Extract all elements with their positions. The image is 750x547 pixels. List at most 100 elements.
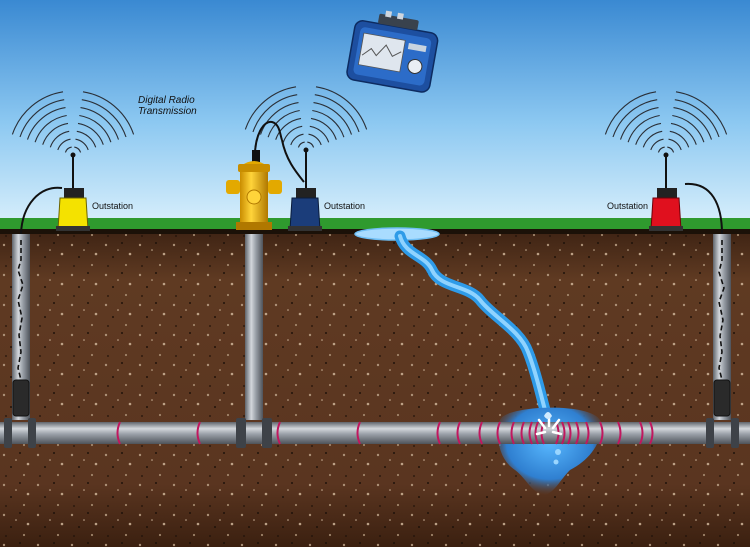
left-outstation-handle xyxy=(64,188,84,198)
left-outstation-base xyxy=(56,226,90,231)
radio-wave-arc xyxy=(77,122,104,145)
leak-noise-ring xyxy=(649,421,654,445)
hydrant-cable-up xyxy=(253,120,283,161)
outstation-left-label: Outstation xyxy=(92,201,133,211)
radio-wave-arc xyxy=(669,130,690,148)
outstation-center-label: Outstation xyxy=(324,201,365,211)
radio-wave-arc xyxy=(313,102,353,135)
transmission-label-line1: Digital Radio xyxy=(138,95,195,106)
leak-noise-ring xyxy=(116,421,121,445)
transmission-label-line2: Transmission xyxy=(138,106,197,117)
outstation-right-label: Outstation xyxy=(607,201,648,211)
hydrant-riser-pipe xyxy=(245,234,263,420)
radio-wave-arc xyxy=(252,94,298,133)
radio-wave-arc xyxy=(308,133,322,146)
leak-noise-ring xyxy=(567,421,572,445)
leak-noise-ring xyxy=(276,421,281,445)
center-outstation-handle xyxy=(296,188,316,198)
radio-wave-arc xyxy=(267,109,300,138)
grass-strip xyxy=(0,218,750,232)
left-outstation-cable xyxy=(20,186,63,235)
radio-wave-arc xyxy=(675,91,728,135)
radio-wave-arc xyxy=(604,91,657,135)
leak-noise-ring xyxy=(478,421,483,445)
leak-noise-ring xyxy=(456,421,461,445)
radio-wave-arc xyxy=(64,146,72,153)
radio-wave-arc xyxy=(309,125,330,143)
radio-wave-arc xyxy=(297,141,305,148)
soil-texture xyxy=(0,232,750,547)
radio-wave-arc xyxy=(310,117,337,140)
right-outstation-base xyxy=(649,226,683,231)
radio-wave-arc xyxy=(275,117,302,140)
radio-wave-arc xyxy=(667,146,675,153)
outstation-left[interactable] xyxy=(20,152,90,235)
leak-noise-ring xyxy=(534,421,539,445)
radio-wave-arc xyxy=(42,122,69,145)
radio-wave-arc xyxy=(670,122,697,145)
center-outstation-base xyxy=(288,226,322,231)
radio-waves-icon xyxy=(11,86,728,153)
radio-wave-arc xyxy=(668,138,682,151)
left-antenna-tip xyxy=(70,152,76,158)
right-outstation-handle xyxy=(657,188,677,198)
outstation-right[interactable] xyxy=(649,152,723,235)
right-outstation-cable xyxy=(684,182,723,235)
leak-noise-ring xyxy=(528,421,533,445)
radio-wave-arc xyxy=(81,99,127,138)
leak-noise-ring xyxy=(617,421,622,445)
radio-wave-arc xyxy=(657,146,665,153)
fire-hydrant-icon xyxy=(226,120,283,230)
radio-wave-arc xyxy=(75,138,89,151)
data-logger-device-icon[interactable] xyxy=(346,6,442,93)
center-antenna-tip xyxy=(303,147,309,153)
radio-wave-arc xyxy=(244,86,297,130)
radio-wave-arc xyxy=(259,102,299,135)
radio-wave-arc xyxy=(80,107,120,140)
radio-wave-arc xyxy=(290,133,304,146)
radio-wave-arc xyxy=(674,99,720,138)
radio-wave-arc xyxy=(74,146,82,153)
leak-spray xyxy=(535,412,563,465)
water-seepage-highlight xyxy=(398,234,547,412)
radio-wave-arc xyxy=(642,130,663,148)
leak-noise-ring xyxy=(599,421,604,445)
leak-noise-ring xyxy=(585,421,590,445)
radio-wave-arc xyxy=(619,107,659,140)
radio-wave-arc xyxy=(635,122,662,145)
radio-wave-arc xyxy=(82,91,135,135)
leak-noise-ring xyxy=(436,421,441,445)
outstation-center[interactable] xyxy=(288,147,322,232)
radio-wave-arc xyxy=(76,130,97,148)
left-hydrophone-sensor xyxy=(12,379,30,417)
leak-noise-ring xyxy=(520,421,525,445)
radio-wave-arc xyxy=(79,114,112,143)
hydrant-to-outstation-cable xyxy=(281,139,305,183)
radio-wave-arc xyxy=(57,138,71,151)
leak-noise-ring xyxy=(196,421,201,445)
right-sensor-cable xyxy=(718,240,725,381)
leak-noise-ring xyxy=(496,421,501,445)
leak-noise-ring xyxy=(575,421,580,445)
left-sensor-cable xyxy=(17,240,24,381)
right-antenna-tip xyxy=(663,152,669,158)
leak-noise-ring xyxy=(356,421,361,445)
radio-wave-arc xyxy=(26,107,66,140)
radio-wave-arc xyxy=(627,114,660,143)
radio-wave-arc xyxy=(315,86,368,130)
outstation-center-body xyxy=(289,197,321,231)
leak-noise-ring xyxy=(639,421,644,445)
radio-wave-arc xyxy=(673,107,713,140)
outstation-right-body xyxy=(650,197,682,231)
radio-wave-arc xyxy=(650,138,664,151)
right-hydrophone-sensor xyxy=(713,379,731,417)
outstation-left-body xyxy=(57,197,89,231)
radio-wave-arc xyxy=(49,130,70,148)
radio-wave-arc xyxy=(34,114,67,143)
pipe-joints xyxy=(4,418,739,448)
radio-wave-arc xyxy=(19,99,65,138)
radio-wave-arc xyxy=(312,109,345,138)
radio-wave-arc xyxy=(282,125,303,143)
leak-noise-ring xyxy=(510,421,515,445)
